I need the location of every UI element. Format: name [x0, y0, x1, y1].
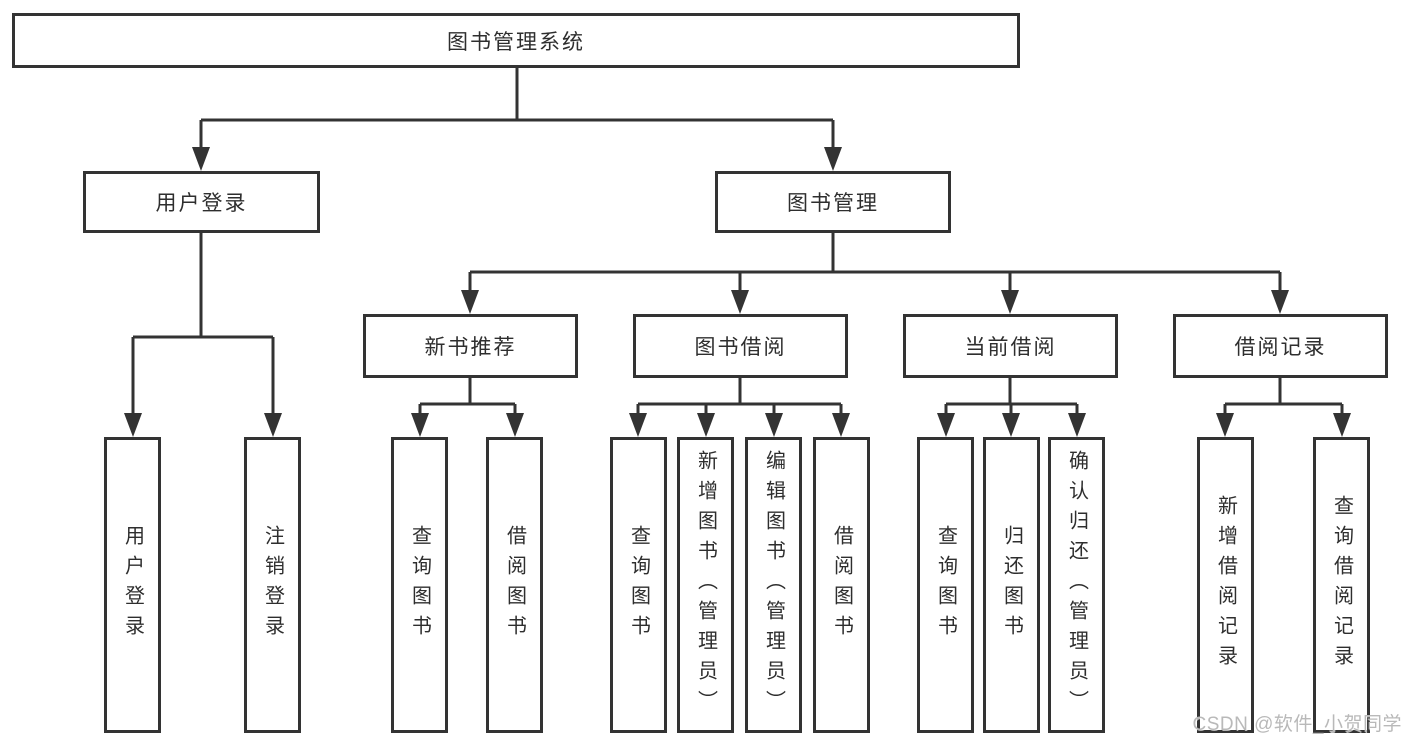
node-borrow-records: 借阅记录: [1173, 314, 1388, 378]
node-book-borrow-label: 图书借阅: [694, 336, 787, 359]
node-book-management: 图书管理: [715, 171, 951, 233]
node-borrow-records-label: 借阅记录: [1234, 336, 1327, 359]
leaf-logout: 注销登录: [244, 437, 301, 733]
leaf-borrow-books-recommend: 借阅图书: [486, 437, 543, 733]
leaf-query-books-current: 查询图书: [917, 437, 974, 733]
node-library-system: 图书管理系统: [12, 13, 1020, 68]
leaf-borrow-books-label: 借阅图书: [830, 525, 853, 645]
node-library-system-label: 图书管理系统: [447, 30, 585, 54]
leaf-edit-books-admin: 编辑图书（管理员）: [745, 437, 802, 733]
node-new-book-recommend: 新书推荐: [363, 314, 578, 378]
leaf-add-borrow-record: 新增借阅记录: [1197, 437, 1254, 733]
leaf-add-books-admin-label: 新增图书（管理员）: [694, 450, 717, 720]
leaf-logout-label: 注销登录: [261, 525, 284, 645]
leaf-query-borrow-record-label: 查询借阅记录: [1330, 495, 1353, 675]
leaf-user-login: 用户登录: [104, 437, 161, 733]
leaf-edit-books-admin-label: 编辑图书（管理员）: [762, 450, 785, 720]
leaf-borrow-books: 借阅图书: [813, 437, 870, 733]
node-book-borrow: 图书借阅: [633, 314, 848, 378]
leaf-return-books-label: 归还图书: [1000, 525, 1023, 645]
leaf-user-login-label: 用户登录: [121, 525, 144, 645]
leaf-query-books-borrow-label: 查询图书: [627, 525, 650, 645]
leaf-query-borrow-record: 查询借阅记录: [1313, 437, 1370, 733]
leaf-add-books-admin: 新增图书（管理员）: [677, 437, 734, 733]
leaf-add-borrow-record-label: 新增借阅记录: [1214, 495, 1237, 675]
leaf-query-books-current-label: 查询图书: [934, 525, 957, 645]
node-book-management-label: 图书管理: [787, 192, 879, 215]
csdn-watermark: CSDN @软件_小贺同学: [1192, 714, 1402, 735]
node-new-book-recommend-label: 新书推荐: [424, 336, 517, 359]
leaf-query-books-borrow: 查询图书: [610, 437, 667, 733]
leaf-borrow-books-recommend-label: 借阅图书: [503, 525, 526, 645]
leaf-confirm-return-admin: 确认归还（管理员）: [1048, 437, 1105, 733]
node-current-borrow: 当前借阅: [903, 314, 1118, 378]
leaf-return-books: 归还图书: [983, 437, 1040, 733]
leaf-confirm-return-admin-label: 确认归还（管理员）: [1065, 450, 1088, 720]
leaf-query-books-recommend: 查询图书: [391, 437, 448, 733]
node-user-login: 用户登录: [83, 171, 320, 233]
node-user-login-label: 用户登录: [155, 192, 248, 215]
leaf-query-books-recommend-label: 查询图书: [408, 525, 431, 645]
arrowhead-icons: [124, 147, 1351, 437]
node-current-borrow-label: 当前借阅: [964, 336, 1057, 359]
